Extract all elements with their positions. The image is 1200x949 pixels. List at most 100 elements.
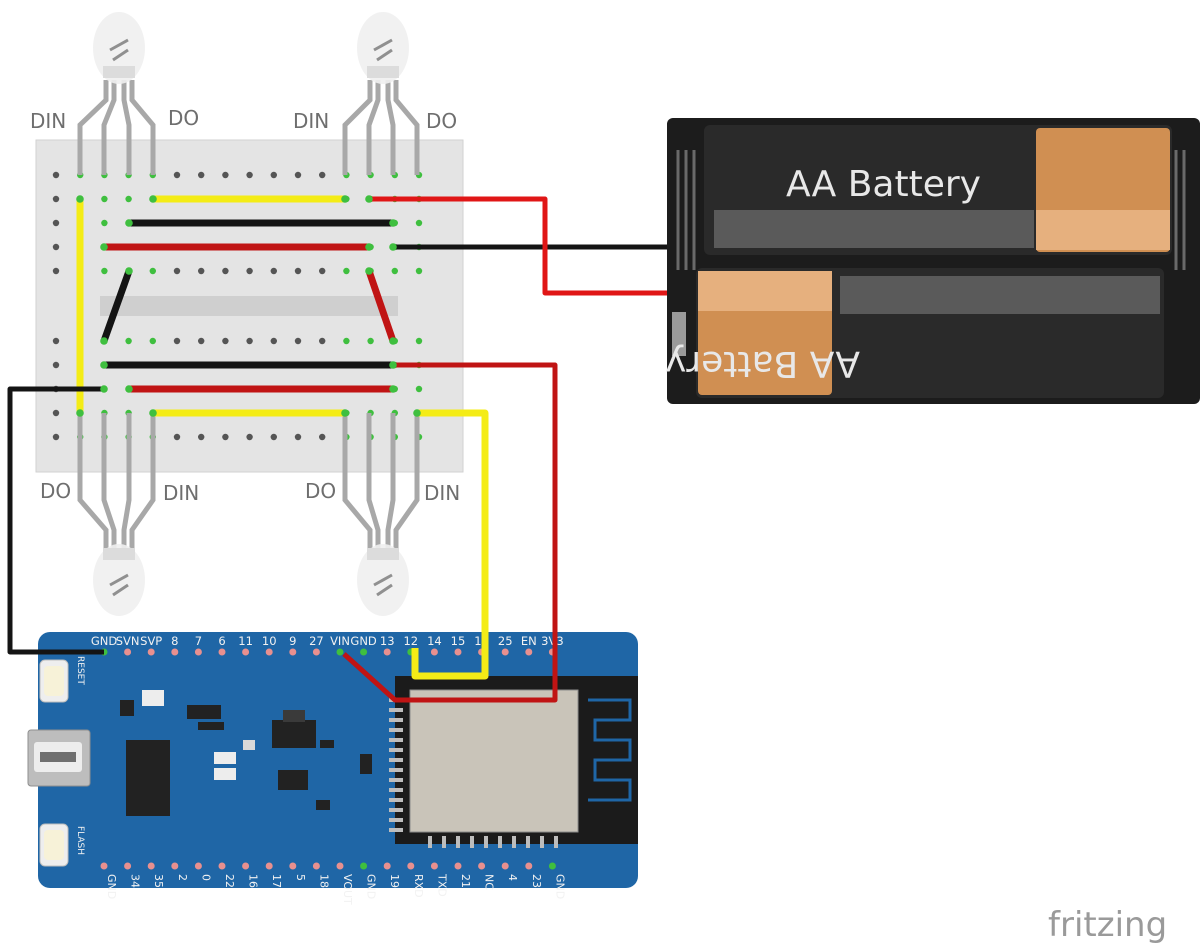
led-top-right	[342, 12, 420, 175]
bottom-pin-label: 19	[388, 874, 401, 888]
breadboard-hole	[415, 219, 423, 227]
led-bottom-left-do-label: DO	[40, 479, 71, 503]
top-pin-label: VIN	[330, 634, 350, 648]
wire-endpoint	[76, 195, 84, 203]
header-pin-top	[242, 648, 250, 656]
top-pin-label: SVN	[116, 634, 140, 648]
header-pin-bottom	[242, 862, 250, 870]
led-bottom-right-din-label: DIN	[424, 481, 460, 505]
breadboard-hole	[391, 267, 398, 275]
led-bottom-left-din-label: DIN	[163, 481, 199, 505]
bottom-pin-label: RXD	[412, 874, 425, 898]
breadboard-hole	[149, 337, 156, 345]
breadboard-hole	[125, 195, 132, 203]
bottom-pin-label: 21	[459, 874, 472, 888]
bottom-pin-label: GND	[365, 874, 378, 899]
header-pin-top	[147, 648, 155, 656]
breadboard-hole	[246, 267, 253, 275]
breadboard-hole	[246, 433, 253, 441]
header-pin-bottom	[171, 862, 179, 870]
breadboard-hole	[319, 171, 326, 179]
header-pin-top	[124, 648, 132, 656]
header-pin-bottom	[218, 862, 226, 870]
module-pin	[428, 836, 432, 848]
header-pin-top	[383, 648, 391, 656]
breadboard-hole	[198, 267, 205, 275]
wire-endpoint	[389, 219, 397, 227]
wire-endpoint	[149, 409, 157, 417]
module-pin	[389, 788, 403, 792]
header-pin-top	[289, 648, 297, 656]
wire-endpoint	[389, 385, 397, 393]
battery-cell-top: AA Battery	[704, 125, 1172, 255]
led-bottom-left	[77, 413, 156, 616]
bottom-pin-label: 22	[223, 874, 236, 888]
breadboard-hole	[52, 267, 60, 275]
flash-label: FLASH	[75, 826, 85, 855]
bottom-pin-label: 23	[530, 874, 543, 888]
breadboard-hole	[415, 385, 423, 393]
battery-bottom-label: AA Battery	[665, 343, 860, 384]
breadboard-hole	[319, 433, 326, 441]
breadboard-hole	[101, 195, 108, 203]
module-pin	[512, 836, 516, 848]
wire-endpoint	[365, 243, 373, 251]
breadboard-hole	[198, 171, 205, 179]
wire-black-bridge	[100, 267, 133, 345]
header-pin-bottom	[194, 862, 202, 870]
antenna-trace	[588, 698, 632, 802]
breadboard-hole	[52, 219, 60, 227]
breadboard-hole	[246, 337, 253, 345]
module-pin	[470, 836, 474, 848]
top-pin-label: 12	[403, 634, 418, 648]
module-pin	[498, 836, 502, 848]
module-pin	[389, 738, 403, 742]
battery-top-label: AA Battery	[786, 164, 981, 205]
wire-endpoints	[76, 195, 421, 417]
breadboard-hole	[319, 267, 326, 275]
wire-endpoint	[341, 195, 349, 203]
breadboard-hole	[415, 337, 423, 345]
breadboard-hole	[52, 361, 60, 369]
header-pin-bottom	[525, 862, 533, 870]
wire-endpoint	[389, 361, 397, 369]
top-pin-label: SVP	[140, 634, 162, 648]
module-pin	[389, 758, 403, 762]
breadboard-hole	[173, 433, 181, 441]
breadboard-hole	[294, 267, 302, 275]
header-pin-bottom	[478, 862, 486, 870]
header-pin-bottom	[336, 862, 344, 870]
top-pin-label: 25	[498, 634, 513, 648]
header-pin-bottom	[312, 862, 320, 870]
breadboard-hole	[294, 337, 302, 345]
breadboard-hole	[52, 243, 60, 251]
header-pin-top	[430, 648, 438, 656]
breadboard-hole	[52, 337, 60, 345]
led-bottom-right	[342, 413, 420, 616]
module-pin	[389, 718, 403, 722]
bottom-pin-label: 2	[176, 874, 189, 881]
header-pin-top	[312, 648, 320, 656]
breadboard-hole	[173, 171, 181, 179]
module-pin	[540, 836, 544, 848]
breadboard-hole	[343, 267, 350, 275]
breadboard	[35, 139, 464, 473]
module-pin	[484, 836, 488, 848]
breadboard-hole	[246, 171, 253, 179]
bottom-pin-label: TXD	[435, 873, 448, 897]
module-pin	[389, 828, 403, 832]
led-top-left-do-label: DO	[168, 106, 199, 130]
breadboard-hole	[294, 433, 302, 441]
header-pin-bottom	[100, 862, 108, 870]
header-pin-bottom	[430, 862, 438, 870]
wire-endpoint	[413, 409, 421, 417]
bottom-pin-label: VOUT	[341, 874, 354, 905]
top-pin-label: 27	[309, 634, 324, 648]
breadboard-hole	[270, 267, 277, 275]
top-pin-label: 7	[195, 634, 202, 648]
header-pin-top	[171, 648, 179, 656]
top-pin-label: 13	[380, 634, 395, 648]
breadboard-hole	[125, 337, 132, 345]
breadboard-hole	[198, 337, 205, 345]
